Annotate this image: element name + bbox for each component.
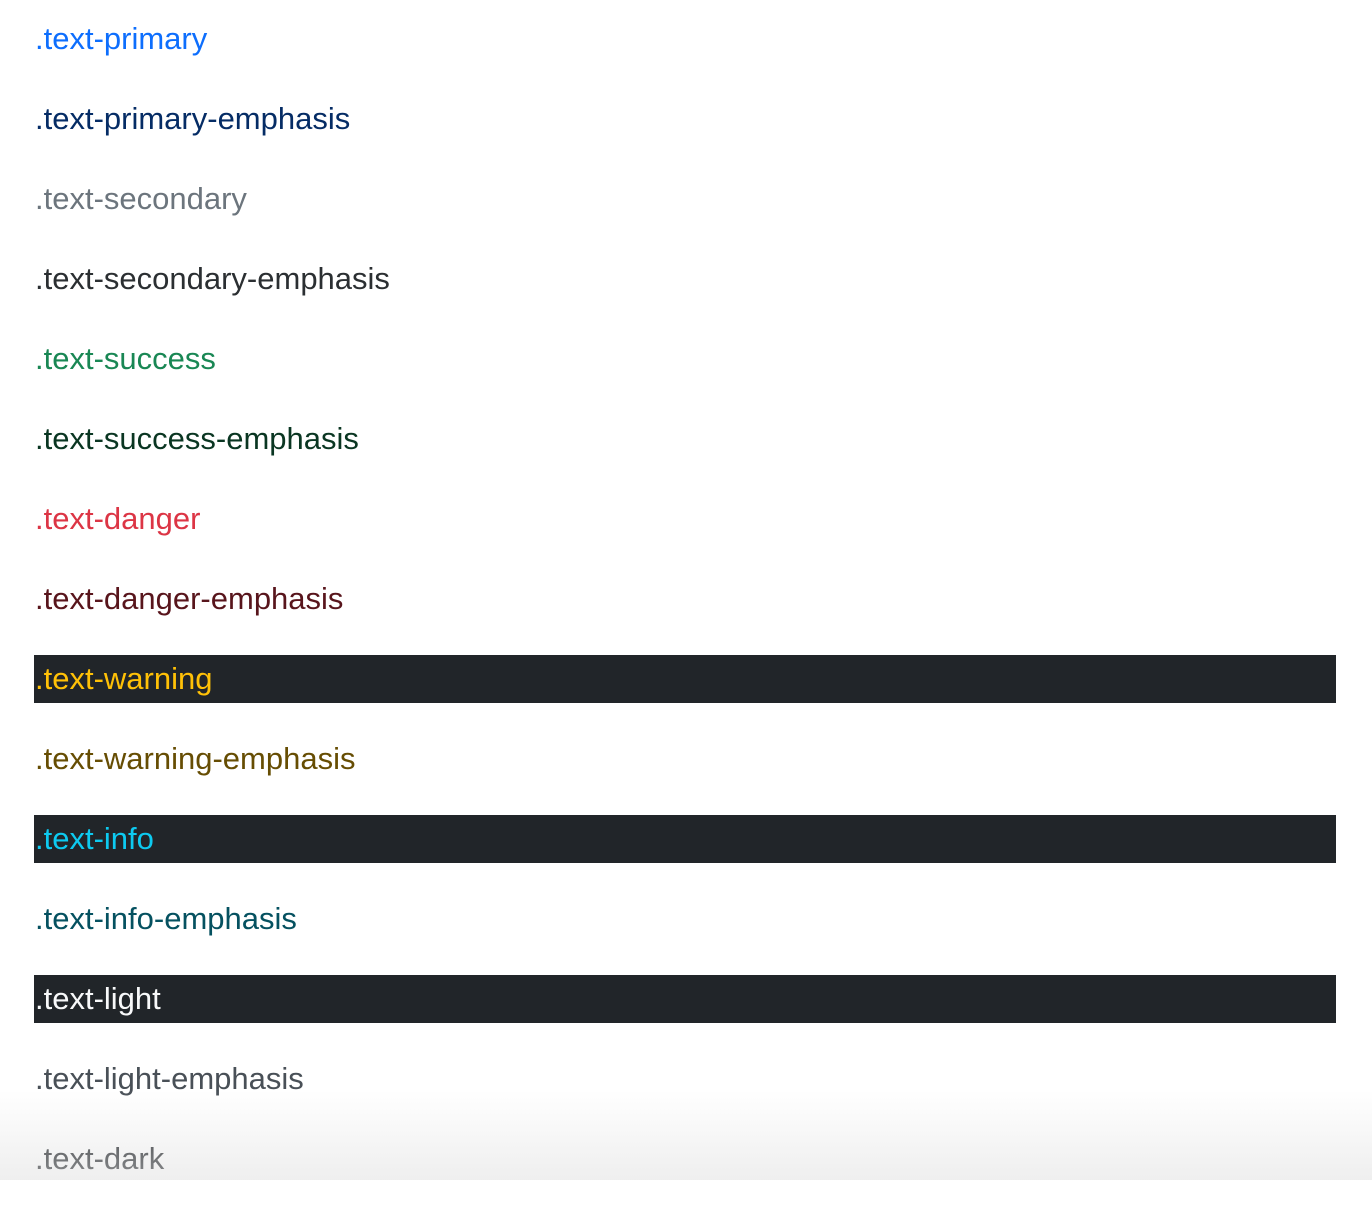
text-color-item-secondary: .text-secondary [35, 181, 247, 216]
text-color-item-danger: .text-danger [35, 501, 201, 536]
text-color-item-info: .text-info [34, 815, 1336, 863]
text-color-item-success-emphasis: .text-success-emphasis [35, 421, 359, 456]
text-color-item-secondary-emphasis: .text-secondary-emphasis [35, 261, 390, 296]
text-color-item-light: .text-light [34, 975, 1336, 1023]
text-color-item-dark: .text-dark [35, 1141, 165, 1176]
text-color-item-warning: .text-warning [34, 655, 1336, 703]
text-color-item-primary-emphasis: .text-primary-emphasis [35, 101, 351, 136]
text-color-list: .text-primary .text-primary-emphasis .te… [34, 15, 1336, 1215]
text-color-item-danger-emphasis: .text-danger-emphasis [35, 581, 344, 616]
text-color-item-info-emphasis: .text-info-emphasis [35, 901, 297, 936]
text-color-item-warning-emphasis: .text-warning-emphasis [35, 741, 356, 776]
text-color-item-primary: .text-primary [35, 21, 208, 56]
text-color-item-success: .text-success [35, 341, 216, 376]
text-color-item-light-emphasis: .text-light-emphasis [35, 1061, 304, 1096]
